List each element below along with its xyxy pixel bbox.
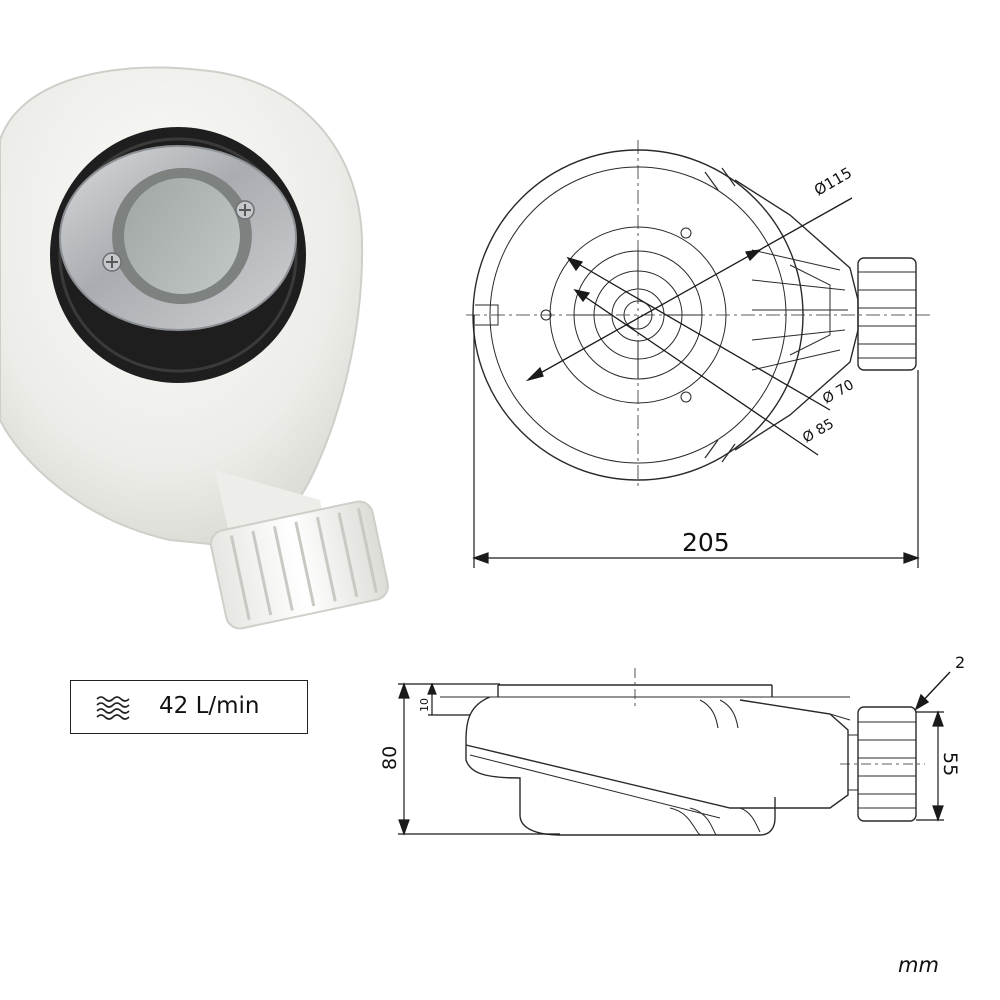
height-total-label: 80 xyxy=(379,746,401,770)
top-view-drawing: Ø115 Ø 70 Ø 85 205 xyxy=(466,140,930,568)
drain-screen xyxy=(124,178,240,294)
flow-rate-text: 42 L/min xyxy=(159,693,260,719)
screw-right xyxy=(235,200,255,220)
product-photo xyxy=(0,66,389,630)
callout-number: 2 xyxy=(955,653,965,672)
water-waves-icon xyxy=(96,696,130,720)
outlet-height-label: 55 xyxy=(939,752,961,776)
flow-rate-box: 42 L/min xyxy=(70,680,308,734)
outlet-cap xyxy=(209,500,389,630)
overall-width-label: 205 xyxy=(682,528,730,557)
height-rim-label: 10 xyxy=(418,698,431,712)
screw-left xyxy=(102,252,122,272)
units-label: mm xyxy=(898,953,939,977)
